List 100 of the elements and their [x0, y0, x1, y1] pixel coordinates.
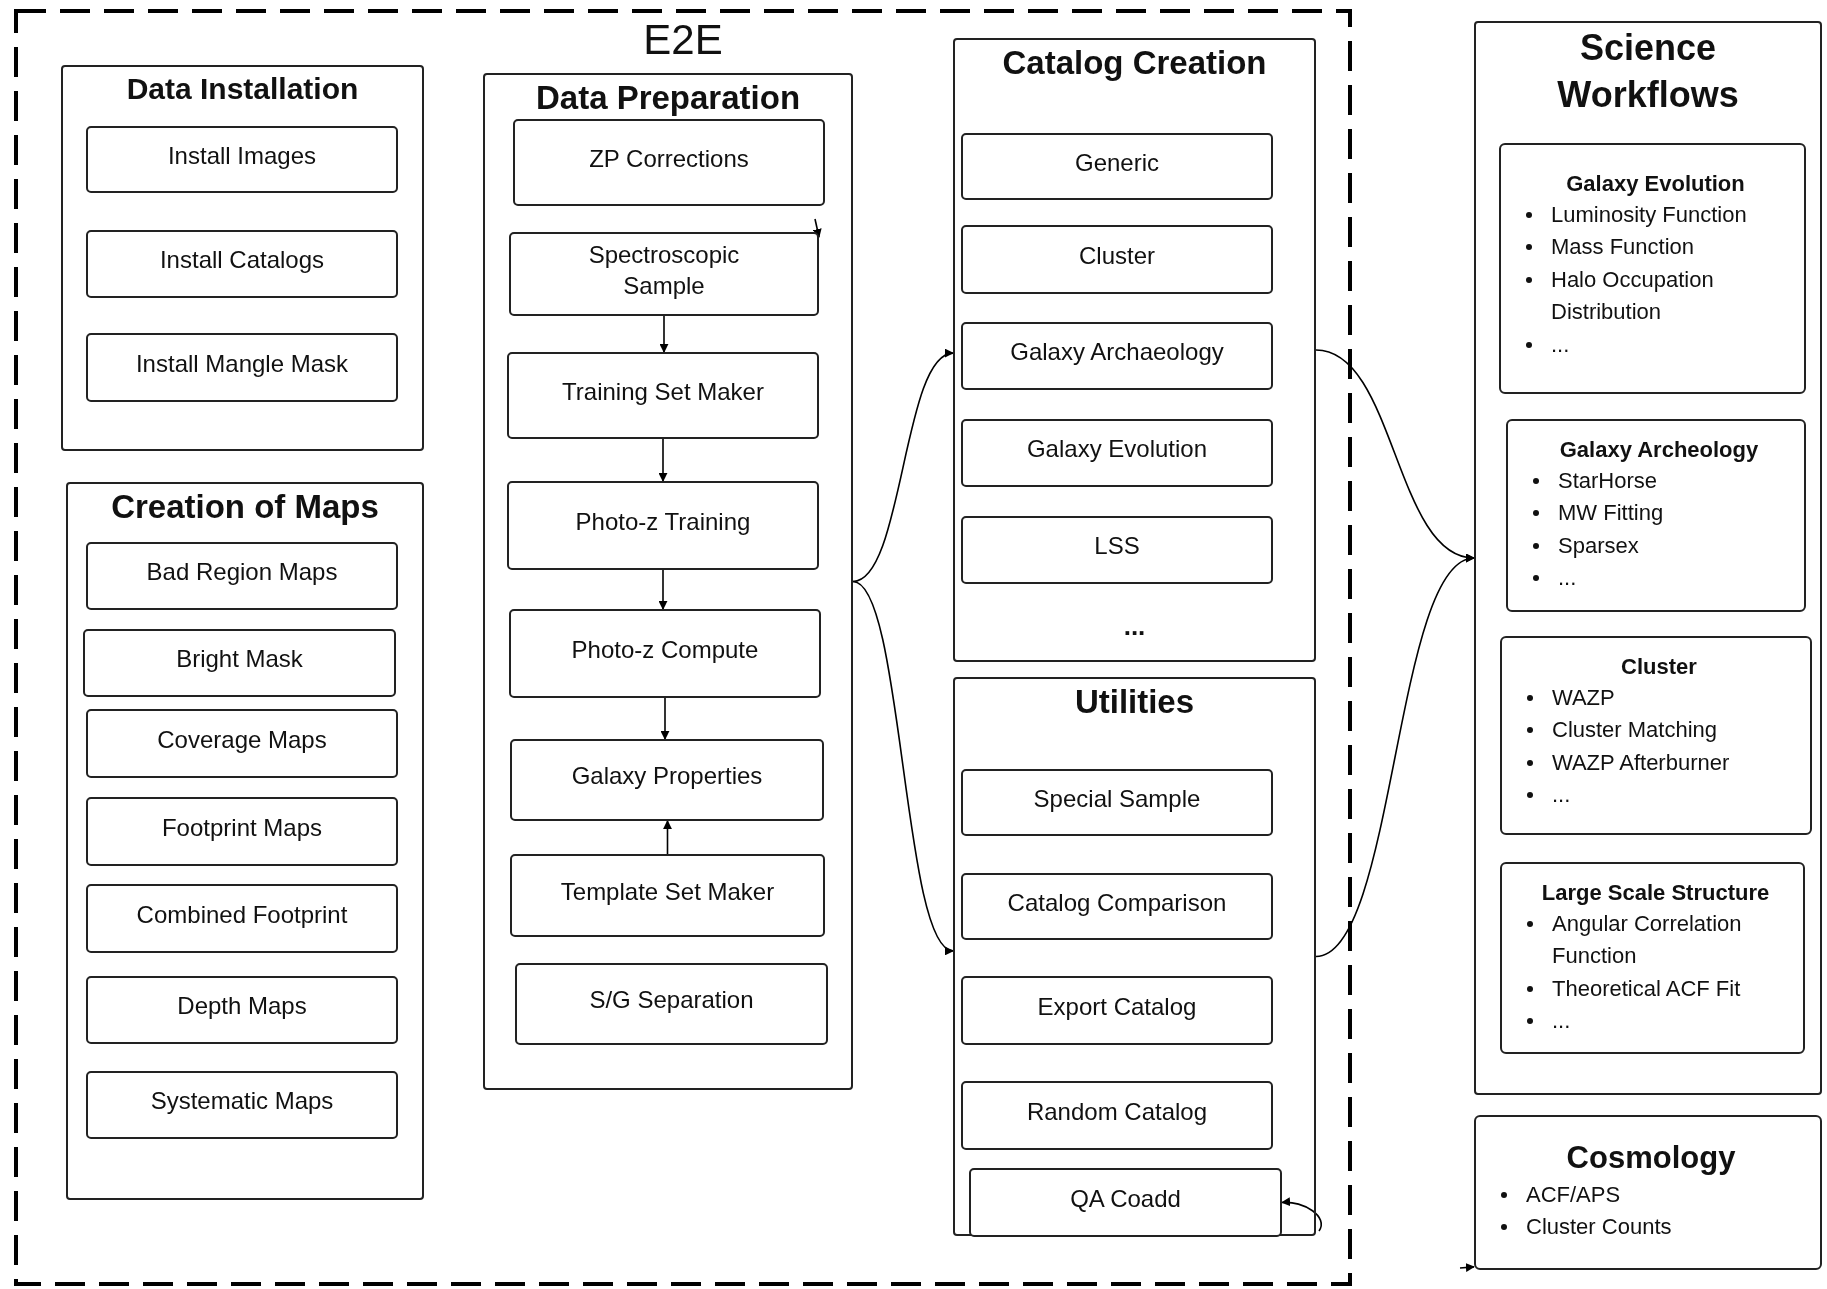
list-item: StarHorse — [1558, 467, 1658, 493]
box-label: Bright Mask — [176, 644, 303, 675]
arrow — [658, 569, 668, 610]
arrow — [1459, 1263, 1475, 1272]
box-label: Galaxy Evolution — [1026, 434, 1208, 465]
list-item: Angular Correlation Function — [1552, 910, 1742, 969]
list-item: Halo Occupation Distribution — [1551, 266, 1714, 325]
process-box — [961, 976, 1273, 1045]
card-title: Cluster — [1620, 653, 1698, 681]
process-box — [86, 709, 398, 778]
arrow — [1281, 1197, 1323, 1232]
arrow — [812, 218, 822, 238]
list-card — [1500, 862, 1805, 1054]
list-item: WAZP — [1552, 684, 1615, 710]
arrow — [658, 438, 668, 482]
process-box — [510, 739, 824, 821]
box-label: Spectroscopic Sample — [587, 239, 741, 301]
card-title: Cosmology — [1565, 1139, 1737, 1177]
process-box — [83, 629, 396, 697]
box-label: Cluster — [1079, 240, 1155, 271]
process-box — [513, 119, 825, 206]
process-box — [86, 884, 398, 953]
group-panel — [953, 38, 1316, 662]
list-item: Cluster Matching — [1552, 717, 1718, 743]
box-label: S/G Separation — [589, 985, 754, 1016]
arrow — [852, 351, 954, 583]
process-box — [86, 542, 398, 610]
box-label: Galaxy Properties — [571, 761, 763, 792]
arrow — [1315, 557, 1475, 958]
box-label: Install Images — [167, 140, 317, 171]
card-title: Galaxy Evolution — [1565, 170, 1746, 198]
arrow — [852, 580, 954, 952]
process-box — [961, 873, 1273, 940]
process-box — [86, 230, 398, 298]
process-box — [509, 232, 819, 316]
list-item: WAZP Afterburner — [1552, 749, 1730, 775]
box-label: Training Set Maker — [562, 376, 764, 407]
box-label: LSS — [1094, 531, 1140, 562]
arrow — [663, 820, 672, 855]
process-box — [507, 352, 819, 439]
list-card — [1506, 419, 1806, 612]
list-item: Mass Function — [1551, 234, 1695, 260]
process-box — [961, 133, 1273, 200]
list-item: ... — [1552, 782, 1571, 808]
group-panel — [953, 677, 1316, 1236]
list-card — [1474, 1115, 1822, 1270]
process-box — [961, 322, 1273, 390]
process-box — [86, 333, 398, 402]
process-box — [509, 609, 821, 698]
box-label: Combined Footprint — [136, 899, 348, 930]
box-label: Install Catalogs — [159, 245, 325, 276]
group-panel — [483, 73, 853, 1090]
card-title: Large Scale Structure — [1540, 879, 1771, 907]
panel-title: Science Workflows — [1556, 26, 1740, 117]
list-card — [1500, 636, 1812, 835]
process-box — [961, 419, 1273, 487]
list-item: ... — [1558, 565, 1577, 591]
box-label: Photo-z Training — [575, 506, 751, 537]
list-item: ... — [1551, 331, 1570, 357]
box-label: Generic — [1074, 147, 1159, 178]
box-label: Coverage Maps — [157, 724, 327, 755]
group-panel — [1474, 21, 1822, 1095]
arrow — [660, 697, 670, 740]
box-label: Install Mangle Mask — [135, 348, 349, 379]
process-box — [86, 797, 398, 866]
process-box — [515, 963, 828, 1045]
list-item: MW Fitting — [1558, 500, 1664, 526]
card-title: Galaxy Archeology — [1558, 436, 1760, 464]
panel-title: Catalog Creation — [1002, 43, 1267, 83]
list-item: ACF/APS — [1526, 1181, 1621, 1207]
process-box — [86, 976, 398, 1044]
process-box — [969, 1168, 1282, 1237]
box-label: QA Coadd — [1070, 1183, 1181, 1214]
panel-title: Data Preparation — [535, 78, 801, 118]
process-box — [961, 1081, 1273, 1150]
list-item: Sparsex — [1558, 532, 1639, 558]
process-box — [86, 1071, 398, 1139]
box-label: Systematic Maps — [150, 1086, 334, 1117]
panel-title: Data Installation — [126, 71, 359, 107]
list-item: Cluster Counts — [1526, 1214, 1672, 1240]
box-label: Galaxy Archaeology — [1010, 337, 1224, 368]
process-box — [86, 126, 398, 193]
group-panel — [61, 65, 424, 451]
dashed-frame — [14, 9, 1352, 1286]
arrow — [659, 315, 669, 353]
list-item: Theoretical ACF Fit — [1552, 975, 1741, 1001]
box-label: Catalog Comparison — [1007, 887, 1227, 918]
box-label: ZP Corrections — [589, 143, 749, 174]
ellipsis-text: ... — [1123, 613, 1146, 639]
process-box — [507, 481, 819, 570]
box-label: Random Catalog — [1026, 1096, 1208, 1127]
list-item: ... — [1552, 1008, 1571, 1034]
panel-title: Creation of Maps — [111, 487, 379, 527]
process-box — [961, 769, 1273, 836]
box-label: Bad Region Maps — [146, 557, 338, 588]
list-item: Luminosity Function — [1551, 201, 1747, 227]
box-label: Footprint Maps — [161, 812, 323, 843]
box-label: Export Catalog — [1037, 991, 1197, 1022]
process-box — [961, 516, 1273, 584]
process-box — [510, 854, 825, 937]
